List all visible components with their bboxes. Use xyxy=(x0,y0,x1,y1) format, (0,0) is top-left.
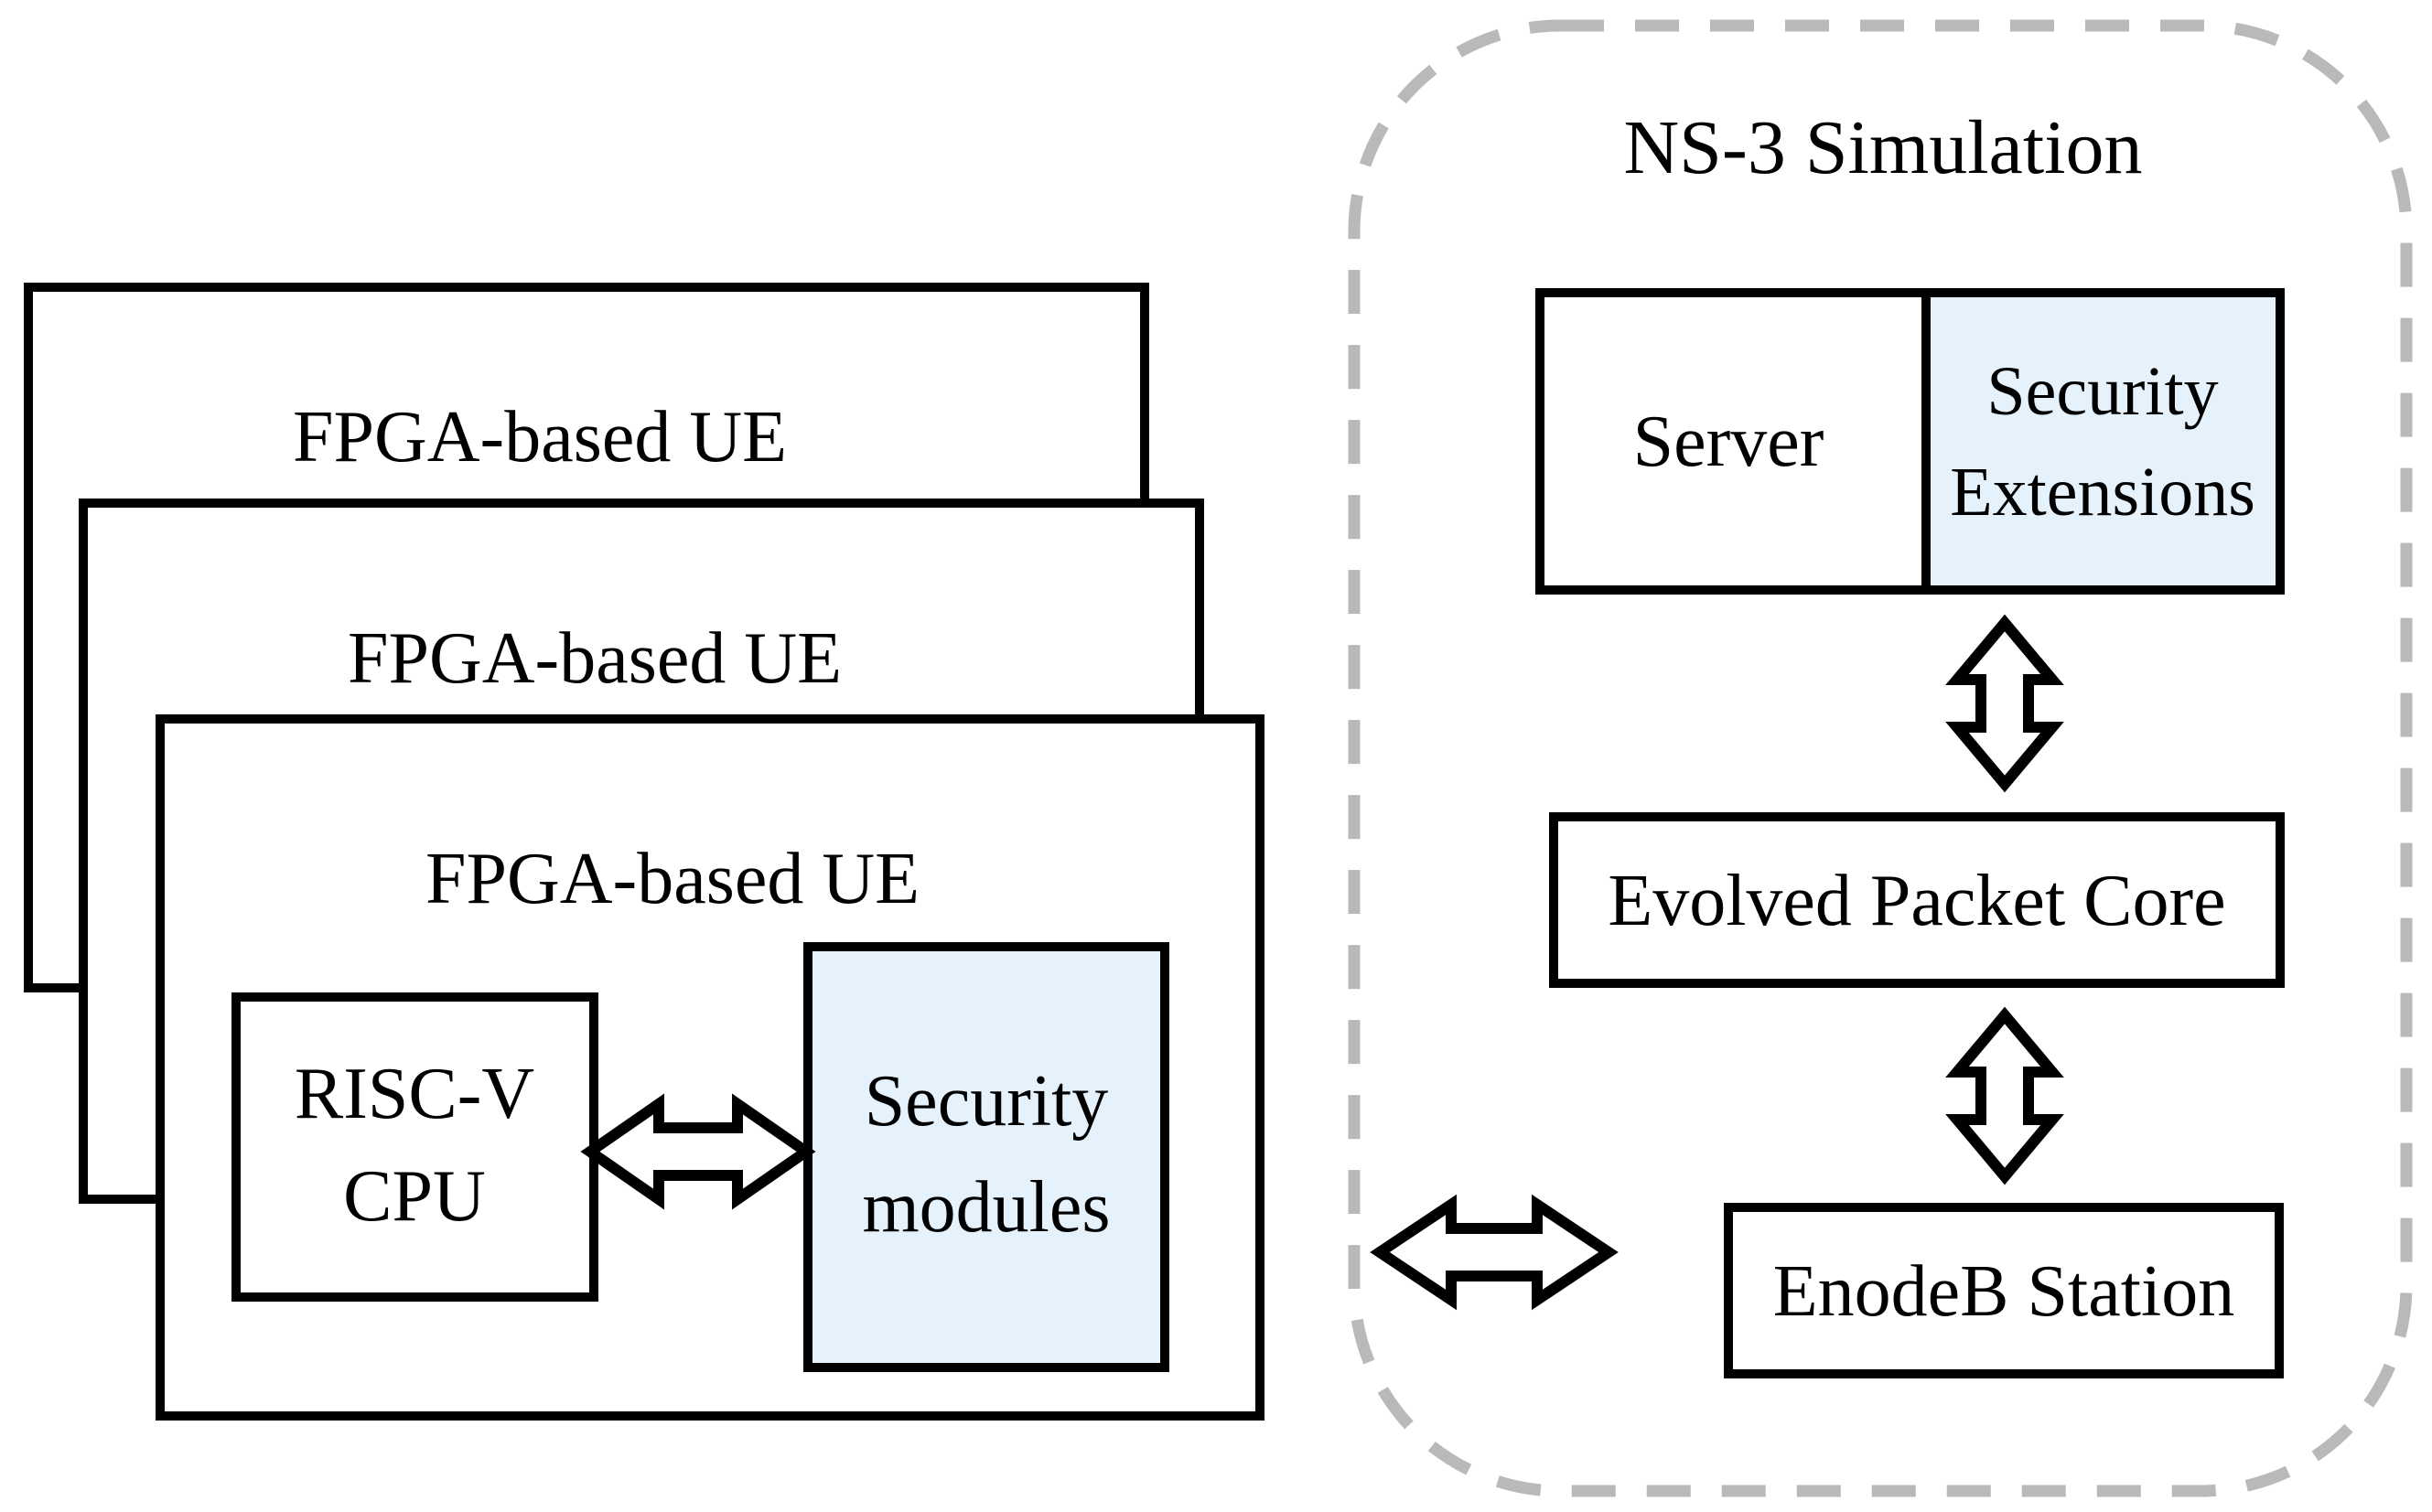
security-modules-box xyxy=(803,942,1169,1372)
ns3-dashed-container-border xyxy=(1348,19,2413,1497)
fpga-ue-label-front: FPGA-based UE xyxy=(425,839,920,919)
enodeb-station-label: EnodeB Station xyxy=(1772,1251,2235,1332)
security-extensions-label: Security Extensions xyxy=(1950,341,2255,542)
ue-ns3-arrow-shape xyxy=(1370,1194,1619,1311)
ns3-dashed-border-shape xyxy=(1348,19,2413,1497)
fpga-ue-label-middle: FPGA-based UE xyxy=(348,618,842,699)
server-epc-bidirectional-arrow-icon xyxy=(1945,614,2064,793)
evolved-packet-core-box xyxy=(1549,812,2285,988)
security-extensions-label-line1: Security xyxy=(1986,352,2219,430)
epc-enodeb-bidirectional-arrow-icon xyxy=(1945,1006,2064,1185)
riscv-cpu-label-line2: CPU xyxy=(343,1156,486,1237)
ns3-title: NS-3 Simulation xyxy=(1623,105,2143,191)
security-modules-label-line2: modules xyxy=(862,1167,1111,1248)
riscv-cpu-label: RISC-V CPU xyxy=(295,1043,534,1248)
security-modules-label: Security modules xyxy=(862,1048,1110,1260)
riscv-cpu-label-line1: RISC-V xyxy=(294,1054,535,1134)
ue-ns3-bidirectional-arrow-icon xyxy=(1370,1194,1619,1311)
fpga-ue-label-back: FPGA-based UE xyxy=(293,397,787,477)
server-epc-arrow-shape xyxy=(1945,614,2064,793)
cpu-security-arrow-shape xyxy=(580,1093,816,1210)
security-extensions-box xyxy=(1921,288,2285,595)
security-extensions-label-line2: Extensions xyxy=(1950,454,2255,531)
enodeb-station-box xyxy=(1724,1203,2284,1378)
cpu-security-bidirectional-arrow-icon xyxy=(580,1093,816,1210)
evolved-packet-core-label: Evolved Packet Core xyxy=(1608,861,2226,941)
server-label: Server xyxy=(1632,402,1824,482)
epc-enodeb-arrow-shape xyxy=(1945,1006,2064,1185)
security-modules-label-line1: Security xyxy=(864,1061,1109,1142)
